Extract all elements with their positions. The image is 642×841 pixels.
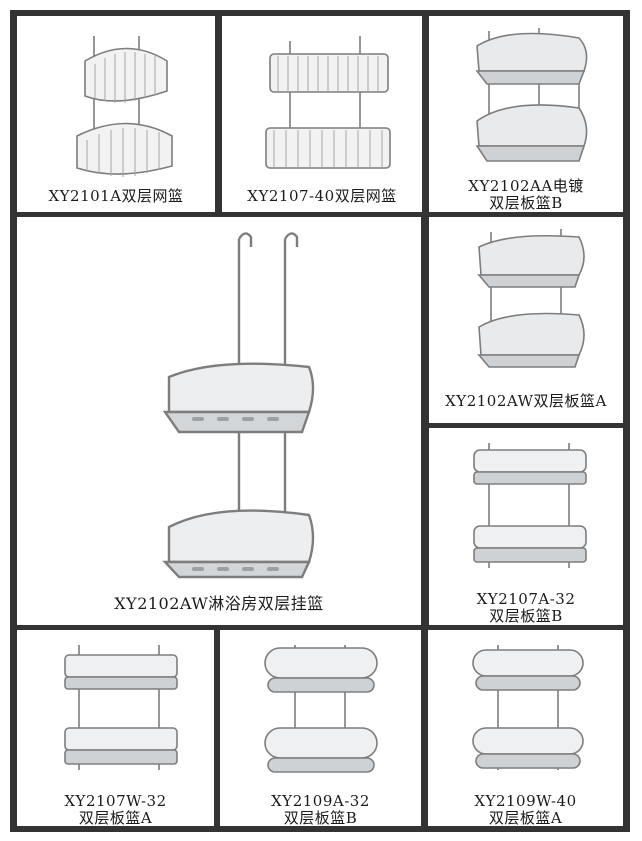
product-card-xy2107-40[interactable]: XY2107-40双层网篮 bbox=[222, 16, 422, 212]
product-caption-line-1: XY2107A-32 bbox=[476, 590, 576, 608]
product-caption-line-1: XY2107W-32 bbox=[64, 792, 167, 810]
product-caption: XY2102AW双层板篮A bbox=[445, 392, 607, 410]
product-caption: XY2101A双层网篮 bbox=[48, 187, 184, 205]
product-caption-line-1: XY2102AA电镀 bbox=[468, 177, 584, 195]
product-card-xy2109a-32[interactable]: XY2109A-32 双层板篮B bbox=[220, 630, 421, 826]
product-card-xy2109w-40[interactable]: XY2109W-40 双层板篮A bbox=[428, 630, 623, 826]
product-caption-line-2: 双层板篮A bbox=[488, 809, 563, 827]
corner-plate-basket-icon bbox=[475, 28, 588, 162]
rect-wire-basket-icon bbox=[265, 36, 391, 169]
product-card-xy2102aw[interactable]: XY2102AW双层板篮A bbox=[429, 217, 623, 423]
product-card-xy2102aw-hanging[interactable]: XY2102AW淋浴房双层挂篮 bbox=[17, 217, 421, 625]
product-caption-line-2: 双层板篮B bbox=[489, 194, 563, 212]
product-card-xy2101a[interactable]: XY2101A双层网篮 bbox=[17, 16, 215, 212]
corner-wire-basket-icon bbox=[76, 36, 173, 177]
product-caption-line-2: 双层板篮A bbox=[78, 809, 153, 827]
product-card-xy2107a-32[interactable]: XY2107A-32 双层板篮B bbox=[429, 428, 623, 625]
catalog-grid: XY2101A双层网篮 XY2107-40双层网篮 bbox=[10, 10, 630, 832]
corner-plate-basket-icon bbox=[477, 229, 585, 368]
rect-plate-basket-icon bbox=[64, 645, 178, 770]
corner-hanging-basket-icon bbox=[162, 232, 315, 579]
product-caption-line-2: 双层板篮B bbox=[283, 809, 358, 827]
rect-plate-basket-icon bbox=[473, 443, 587, 568]
product-card-xy2102aa[interactable]: XY2102AA电镀 双层板篮B bbox=[429, 16, 623, 212]
product-card-xy2107w-32[interactable]: XY2107W-32 双层板篮A bbox=[17, 630, 214, 826]
product-caption: XY2107-40双层网篮 bbox=[247, 187, 397, 205]
product-caption-line-2: 双层板篮B bbox=[489, 607, 563, 625]
product-caption-line-1: XY2109W-40 bbox=[474, 792, 577, 810]
oval-plate-basket-icon bbox=[264, 645, 378, 773]
product-caption: XY2102AW淋浴房双层挂篮 bbox=[114, 594, 324, 613]
oval-plate-basket-icon bbox=[472, 645, 584, 770]
product-caption-line-1: XY2109A-32 bbox=[271, 792, 370, 810]
